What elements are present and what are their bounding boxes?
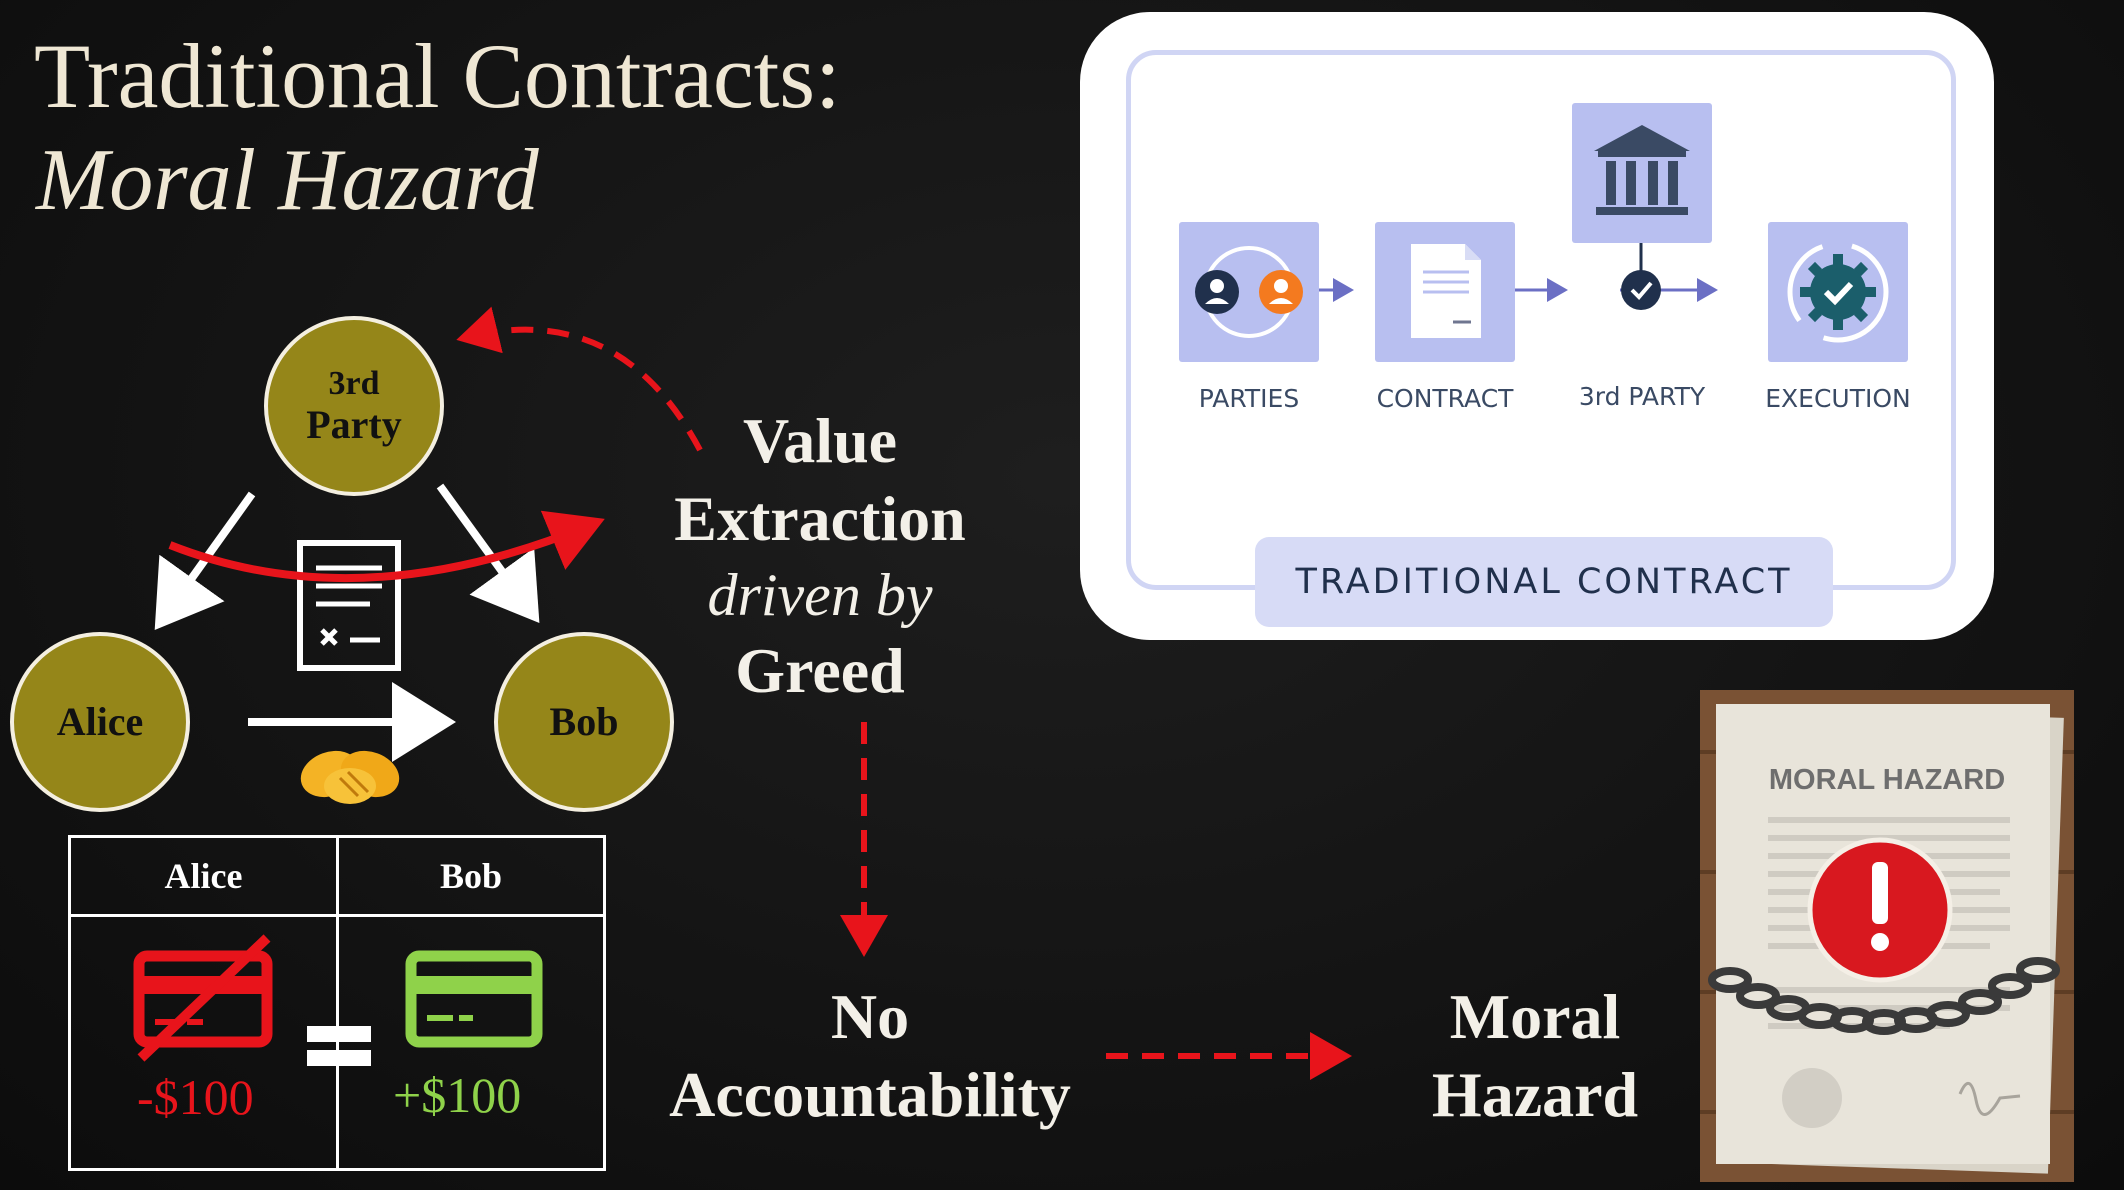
parties-icon (1195, 246, 1303, 338)
document-icon (1411, 244, 1481, 338)
stage-contract (1375, 222, 1515, 362)
bob-card-icon (405, 950, 543, 1048)
no-line1: No (830, 981, 910, 1052)
ledger-graphics (133, 934, 543, 1066)
alice-label: Alice (56, 699, 144, 744)
value-line1: Value (742, 405, 898, 476)
stage-execution (1768, 222, 1908, 362)
bob-label: Bob (549, 699, 619, 744)
equals-icon (307, 1026, 371, 1066)
page-title: Traditional Contracts: (34, 24, 841, 130)
stage-label-parties: PARTIES (1198, 384, 1300, 413)
table-header-alice: Alice (164, 856, 243, 896)
arrow-to-bob (436, 483, 540, 623)
third-party-label: Party (306, 401, 402, 447)
table-header-bob: Bob (439, 856, 503, 896)
moral-line2: Hazard (1431, 1059, 1639, 1130)
value-extraction-arrow (168, 510, 605, 583)
bob-amount: +$100 (393, 1067, 522, 1123)
alice-card-icon (133, 934, 273, 1062)
stage-label-third-party: 3rd PARTY (1578, 382, 1706, 411)
table-divider-horizontal (71, 914, 603, 917)
moral-hazard-illustration (1700, 690, 2074, 1182)
moral-line1: Moral (1449, 981, 1621, 1052)
no-line2: Accountability (669, 1059, 1071, 1130)
ledger-table: Alice Bob -$100 +$100 (68, 835, 606, 1171)
document-heading: MORAL HAZARD (1768, 764, 2006, 796)
stage-label-contract: CONTRACT (1376, 384, 1514, 413)
page-subtitle: Moral Hazard (36, 132, 539, 229)
value-line3: driven by (707, 562, 933, 628)
stage-parties (1179, 222, 1319, 362)
table-divider-vertical (336, 838, 339, 1168)
traditional-contract-panel: PARTIES CONTRACT 3rd PARTY EXECUTION TRA… (1080, 12, 1994, 640)
handshake-icon (300, 750, 400, 804)
alice-node: Alice (10, 632, 190, 812)
value-line2: Extraction (674, 483, 966, 554)
moral-hazard-text: Moral Hazard (1410, 978, 1660, 1134)
gear-check-icon (1787, 241, 1889, 343)
moral-hazard-document: MORAL HAZARD (1700, 690, 2074, 1182)
third-party-node: 3rd Party (264, 316, 444, 496)
no-accountability-text: No Accountability (640, 978, 1100, 1134)
alice-amount: -$100 (137, 1069, 254, 1125)
contract-document-icon (297, 540, 401, 671)
value-line4: Greed (735, 635, 905, 706)
stage-third-party (1572, 103, 1712, 243)
value-extraction-text: Value Extraction driven by Greed (640, 402, 1000, 710)
bank-icon (1594, 125, 1690, 215)
third-party-sup: 3rd (328, 365, 380, 403)
panel-footer-label: TRADITIONAL CONTRACT (1255, 537, 1833, 627)
bob-node: Bob (494, 632, 674, 812)
title-bold: Traditional (34, 25, 440, 127)
dashed-arrow-to-third-party (456, 306, 703, 452)
stage-label-execution: EXECUTION (1765, 384, 1911, 413)
title-rest: Contracts: (439, 25, 841, 127)
chain-icon (1708, 957, 2060, 1035)
